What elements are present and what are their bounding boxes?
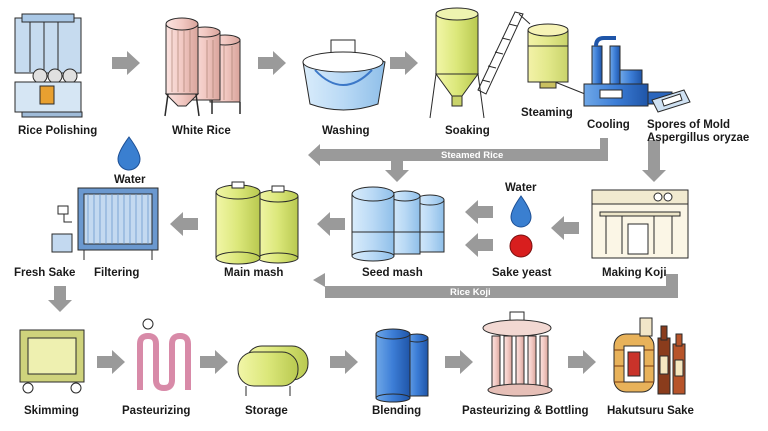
- rice-koji-flow: Rice Koji: [313, 273, 678, 298]
- storage-tank-icon: [237, 345, 309, 396]
- arrow-mainmash-to-filtering: [170, 212, 198, 236]
- washing-bowl-icon: [302, 39, 386, 111]
- arrow-freshsake-down: [48, 286, 72, 312]
- arrow-pasteurizing-to-storage: [200, 350, 228, 374]
- rice-polishing-label: Rice Polishing: [18, 125, 97, 137]
- cooling-label: Cooling: [587, 119, 630, 131]
- koji-room-icon: [591, 189, 689, 259]
- steamed-rice-flow: Steamed Rice: [308, 138, 608, 166]
- water-drop-icon: [117, 136, 141, 171]
- sake-barrel-and-bottles-icon: [613, 317, 686, 395]
- pasteurizing-label: Pasteurizing: [122, 405, 190, 417]
- spores-of-mold-icon: [651, 89, 691, 113]
- arrow-bottling-to-product: [568, 350, 596, 374]
- bottling-carousel-icon: [482, 311, 553, 397]
- seed-mash-label: Seed mash: [362, 267, 423, 279]
- arrow-seedmash-to-mainmash: [317, 212, 345, 236]
- arrow-yeast-to-seedmash: [465, 233, 493, 257]
- washing-label: Washing: [322, 125, 370, 137]
- arrow-blending-to-bottling: [445, 350, 473, 374]
- blending-label: Blending: [372, 405, 421, 417]
- storage-label: Storage: [245, 405, 288, 417]
- water-mid-label: Water: [505, 182, 537, 194]
- blending-tanks-icon: [375, 328, 429, 403]
- white-rice-silos-icon: [164, 17, 241, 117]
- arrow-steamed-rice-to-seed-mash: [385, 160, 409, 182]
- rice-polishing-machine-icon: [14, 13, 83, 118]
- steaming-label: Steaming: [521, 107, 573, 119]
- main-mash-tanks-icon: [215, 181, 299, 265]
- arrow-white-rice-to-washing: [258, 51, 286, 75]
- skimming-label: Skimming: [24, 405, 79, 417]
- main-mash-label: Main mash: [224, 267, 283, 279]
- flow-arrows: [48, 51, 666, 374]
- soaking-tank-icon: [429, 7, 485, 119]
- making-koji-label: Making Koji: [602, 267, 667, 279]
- arrow-koji-to-seedmash: [551, 216, 579, 240]
- sake-yeast-label: Sake yeast: [492, 267, 552, 279]
- fresh-sake-label: Fresh Sake: [14, 267, 75, 279]
- arrow-polishing-to-white-rice: [112, 51, 140, 75]
- seed-mash-tanks-icon: [351, 186, 445, 262]
- cooling-machine-icon: [583, 36, 673, 107]
- soaking-label: Soaking: [445, 125, 490, 137]
- arrow-skimming-to-pasteurizing: [97, 350, 125, 374]
- arrow-water-to-seedmash: [465, 200, 493, 224]
- arrow-koji-down: [642, 140, 666, 182]
- rice-koji-label: Rice Koji: [450, 287, 491, 298]
- skimming-cart-icon: [19, 329, 85, 394]
- pasteurizing-coil-icon: [137, 318, 191, 392]
- conveyor: [477, 11, 591, 97]
- arrow-storage-to-blending: [330, 350, 358, 374]
- filtering-label: Filtering: [94, 267, 139, 279]
- steaming-vessel-icon: [527, 23, 569, 89]
- sake-yeast-icon: [509, 234, 533, 258]
- filtering-press-icon: [51, 187, 159, 260]
- arrow-washing-to-soaking: [390, 51, 418, 75]
- steamed-rice-label: Steamed Rice: [441, 150, 503, 161]
- water-left-label: Water: [114, 174, 146, 186]
- hakutsuru-sake-label: Hakutsuru Sake: [607, 405, 694, 417]
- spores-label-line1: Spores of Mold: [647, 119, 730, 131]
- white-rice-label: White Rice: [172, 125, 231, 137]
- spores-label-line2: Aspergillus oryzae: [647, 132, 749, 144]
- pasteurizing-bottling-label: Pasteurizing & Bottling: [462, 405, 589, 417]
- water-drop-icon: [510, 195, 532, 228]
